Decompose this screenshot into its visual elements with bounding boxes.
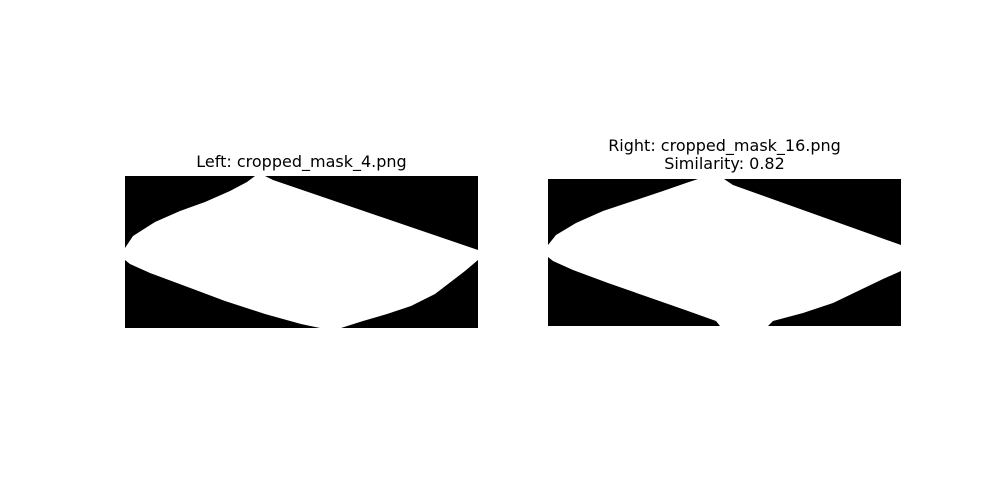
similarity-score: Similarity: 0.82	[664, 154, 785, 173]
right-panel-title: Right: cropped_mask_16.png	[608, 136, 841, 155]
right-panel-title-block: Right: cropped_mask_16.png Similarity: 0…	[548, 137, 901, 173]
left-mask-region	[125, 176, 478, 328]
right-mask-region	[548, 179, 901, 326]
right-mask-image	[548, 179, 901, 326]
left-panel-title: Left: cropped_mask_4.png	[196, 152, 407, 171]
left-mask-image	[125, 176, 478, 328]
